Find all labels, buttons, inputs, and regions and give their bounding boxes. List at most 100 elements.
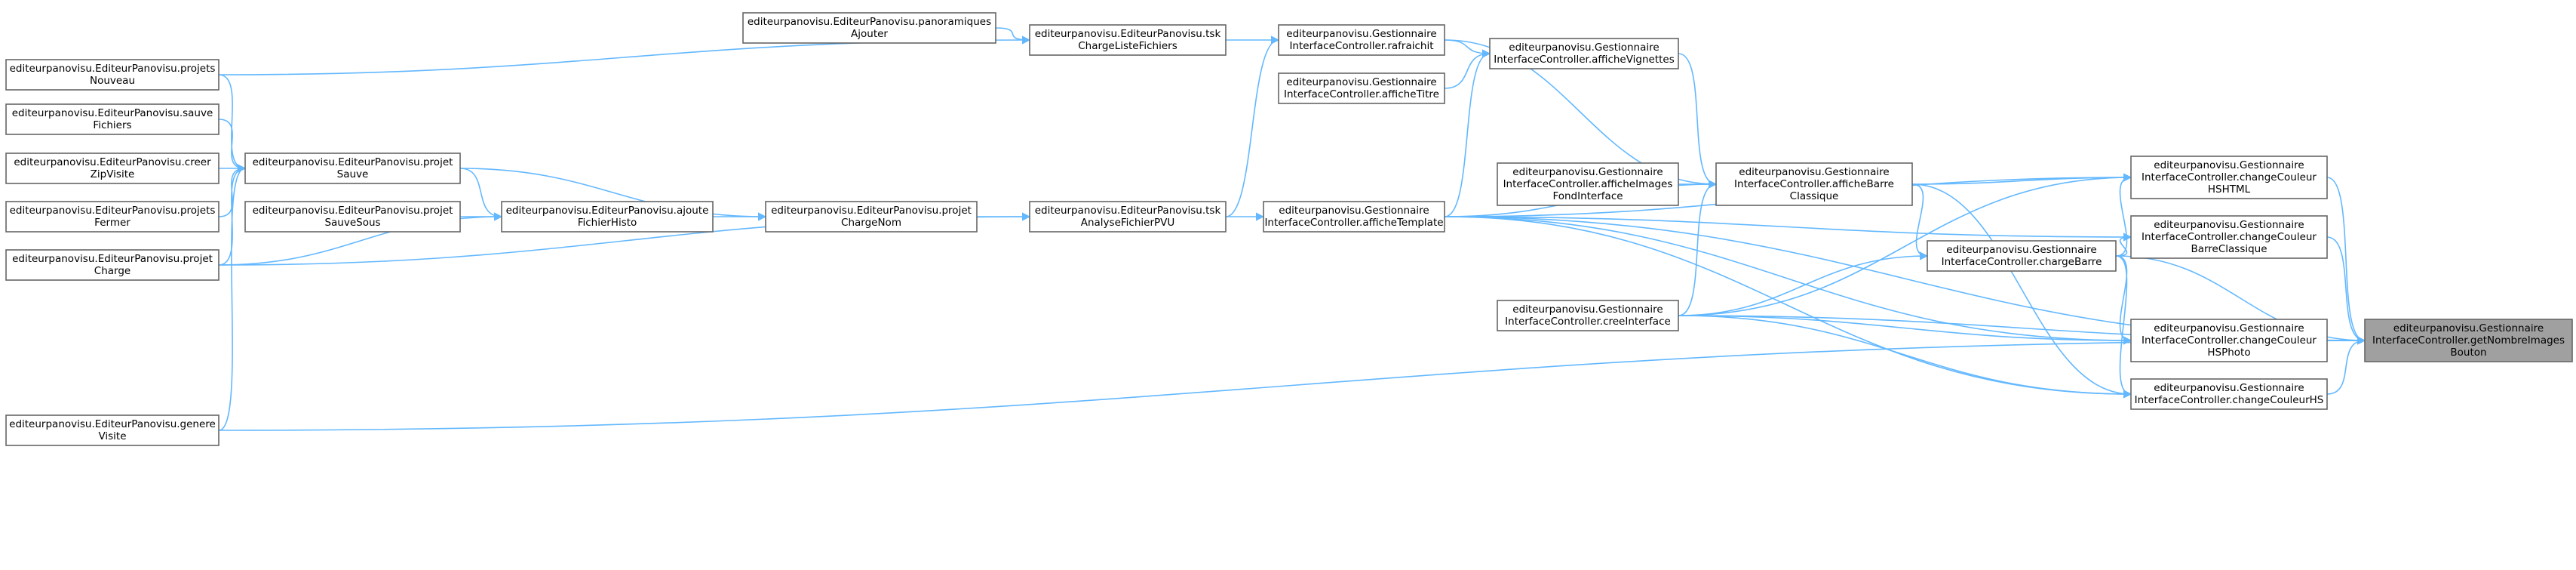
node-box (5, 414, 220, 446)
node-afficheVignettes[interactable]: editeurpanovisu.GestionnaireInterfaceCon… (1489, 38, 1679, 69)
node-box (1029, 201, 1227, 233)
node-changeHS[interactable]: editeurpanovisu.GestionnaireInterfaceCon… (2130, 378, 2328, 410)
node-label-line: editeurpanovisu.Gestionnaire (1512, 303, 1663, 316)
node-label-line: FondInterface (1552, 190, 1623, 202)
node-box (244, 153, 461, 184)
edge-getNombre-to-changeHS (2326, 336, 2366, 395)
node-label-line: editeurpanovisu.Gestionnaire (1509, 42, 1659, 54)
node-label-line: FichierHisto (578, 217, 637, 229)
node-afficheBarre[interactable]: editeurpanovisu.GestionnaireInterfaceCon… (1715, 162, 1913, 206)
node-chargeBarre[interactable]: editeurpanovisu.GestionnaireInterfaceCon… (1927, 240, 2117, 272)
edge-afficheBarre-to-afficheVignettes (1678, 53, 1718, 189)
node-afficheTitre[interactable]: editeurpanovisu.GestionnaireInterfaceCon… (1278, 72, 1445, 104)
edge-projetSauve-to-genereVisite (218, 164, 247, 431)
node-label-line: editeurpanovisu.EditeurPanovisu.tsk (1035, 205, 1221, 217)
node-box (244, 201, 461, 233)
node-box (742, 12, 996, 44)
edge-tskCharge-to-panoAjouter (995, 27, 1031, 45)
node-box (1927, 240, 2117, 272)
edge-chargeBarre-to-afficheBarre (1911, 183, 1929, 260)
node-label-line: editeurpanovisu.Gestionnaire (1739, 166, 1889, 178)
edge-changeHSHTML-to-chargeBarre (2115, 173, 2132, 257)
edge-rafraichit-to-tskAnalyse (1225, 35, 1280, 217)
node-label-line: InterfaceController.getNombreImages (2372, 334, 2565, 347)
node-label-line: Charge (94, 265, 130, 277)
node-sauveFichiers[interactable]: editeurpanovisu.EditeurPanovisu.sauveFic… (5, 103, 220, 135)
edge-changeBarre-to-afficheTemplate (1444, 216, 2132, 242)
node-box (1497, 162, 1679, 206)
node-label-line: editeurpanovisu.Gestionnaire (1512, 166, 1663, 178)
node-label-line: InterfaceController.afficheTitre (1284, 88, 1439, 100)
node-label-line: editeurpanovisu.Gestionnaire (2154, 322, 2304, 334)
node-label-line: Bouton (2450, 347, 2486, 359)
node-label-line: InterfaceController.afficheVignettes (1494, 54, 1675, 66)
node-label-line: editeurpanovisu.Gestionnaire (1946, 244, 2096, 256)
node-projetSauve[interactable]: editeurpanovisu.EditeurPanovisu.projetSa… (244, 153, 461, 184)
node-changeHSPhoto[interactable]: editeurpanovisu.GestionnaireInterfaceCon… (2130, 319, 2328, 362)
node-box (5, 103, 220, 135)
node-afficheTemplate[interactable]: editeurpanovisu.GestionnaireInterfaceCon… (1263, 201, 1445, 233)
node-tskCharge[interactable]: editeurpanovisu.EditeurPanovisu.tskCharg… (1029, 24, 1227, 56)
node-label-line: SauveSous (324, 217, 380, 229)
node-afficheImages[interactable]: editeurpanovisu.GestionnaireInterfaceCon… (1497, 162, 1679, 206)
node-box (5, 59, 220, 91)
node-tskAnalyse[interactable]: editeurpanovisu.EditeurPanovisu.tskAnaly… (1029, 201, 1227, 233)
node-label-line: editeurpanovisu.Gestionnaire (2154, 382, 2304, 394)
node-label-line: BarreClassique (2191, 243, 2267, 255)
node-box (1029, 24, 1227, 56)
node-projetSauveSous[interactable]: editeurpanovisu.EditeurPanovisu.projetSa… (244, 201, 461, 233)
node-label-line: editeurpanovisu.EditeurPanovisu.genere (9, 418, 216, 430)
node-label-line: editeurpanovisu.Gestionnaire (1279, 205, 1429, 217)
node-label-line: InterfaceController.changeCouleur (2142, 231, 2317, 243)
edge-chargeNom-to-projetSauve (459, 168, 767, 221)
edge-getNombre-to-changeHSHTML (2326, 177, 2366, 345)
node-getNombre[interactable]: editeurpanovisu.GestionnaireInterfaceCon… (2364, 319, 2573, 362)
node-label-line: ChargeNom (841, 217, 901, 229)
node-label-line: editeurpanovisu.EditeurPanovisu.projet (253, 205, 453, 217)
node-label-line: Ajouter (851, 28, 888, 40)
node-box (2130, 378, 2328, 410)
node-box (1278, 24, 1445, 56)
node-label-line: InterfaceController.afficheBarre (1734, 178, 1894, 190)
node-box (1278, 72, 1445, 104)
edge-getNombre-to-genereVisite (218, 336, 2366, 431)
node-projetCharge[interactable]: editeurpanovisu.EditeurPanovisu.projetCh… (5, 249, 220, 281)
node-label-line: Sauve (337, 168, 369, 180)
node-panoAjouter[interactable]: editeurpanovisu.EditeurPanovisu.panorami… (742, 12, 996, 44)
node-label-line: Nouveau (90, 75, 135, 87)
node-label-line: editeurpanovisu.EditeurPanovisu.sauve (12, 107, 213, 119)
node-genereVisite[interactable]: editeurpanovisu.EditeurPanovisu.genereVi… (5, 414, 220, 446)
node-box (501, 201, 714, 233)
edge-afficheVignettes-to-afficheTemplate (1444, 49, 1491, 217)
node-changeBarre[interactable]: editeurpanovisu.GestionnaireInterfaceCon… (2130, 215, 2328, 259)
node-rafraichit[interactable]: editeurpanovisu.GestionnaireInterfaceCon… (1278, 24, 1445, 56)
node-label-line: HSHTML (2208, 183, 2251, 196)
node-label-line: editeurpanovisu.EditeurPanovisu.projet (12, 253, 213, 265)
node-box (765, 201, 978, 233)
node-label-line: HSPhoto (2207, 347, 2250, 359)
node-box (2364, 319, 2573, 362)
node-creeInterface[interactable]: editeurpanovisu.GestionnaireInterfaceCon… (1497, 300, 1679, 331)
node-chargeNom[interactable]: editeurpanovisu.EditeurPanovisu.projetCh… (765, 201, 978, 233)
node-creerZip[interactable]: editeurpanovisu.EditeurPanovisu.creerZip… (5, 153, 220, 184)
edge-getNombre-to-changeBarre (2326, 236, 2366, 345)
edge-afficheBarre-to-creeInterface (1678, 180, 1718, 316)
edge-changeHSHTML-to-creeInterface (1678, 173, 2132, 316)
edge-changeHSPhoto-to-chargeBarre (2115, 255, 2132, 345)
node-projetsNouveau[interactable]: editeurpanovisu.EditeurPanovisu.projetsN… (5, 59, 220, 91)
node-projetsFermer[interactable]: editeurpanovisu.EditeurPanovisu.projetsF… (5, 201, 220, 233)
node-ajouteHisto[interactable]: editeurpanovisu.EditeurPanovisu.ajouteFi… (501, 201, 714, 233)
node-box (2130, 319, 2328, 362)
edge-changeHSPhoto-to-creeInterface (1678, 315, 2132, 345)
node-label-line: ChargeListeFichiers (1078, 40, 1177, 52)
node-label-line: InterfaceController.changeCouleur (2142, 171, 2317, 183)
node-label-line: editeurpanovisu.Gestionnaire (2393, 322, 2544, 334)
node-label-line: Fermer (94, 217, 130, 229)
edge-afficheVignettes-to-afficheTitre (1444, 49, 1491, 89)
node-label-line: editeurpanovisu.EditeurPanovisu.ajoute (506, 205, 709, 217)
node-label-line: Visite (98, 430, 126, 442)
edge-tskCharge-to-projetsNouveau (218, 35, 1031, 75)
edge-ajouteHisto-to-projetSauve (459, 168, 503, 221)
node-box (1263, 201, 1445, 233)
node-changeHSHTML[interactable]: editeurpanovisu.GestionnaireInterfaceCon… (2130, 156, 2328, 199)
